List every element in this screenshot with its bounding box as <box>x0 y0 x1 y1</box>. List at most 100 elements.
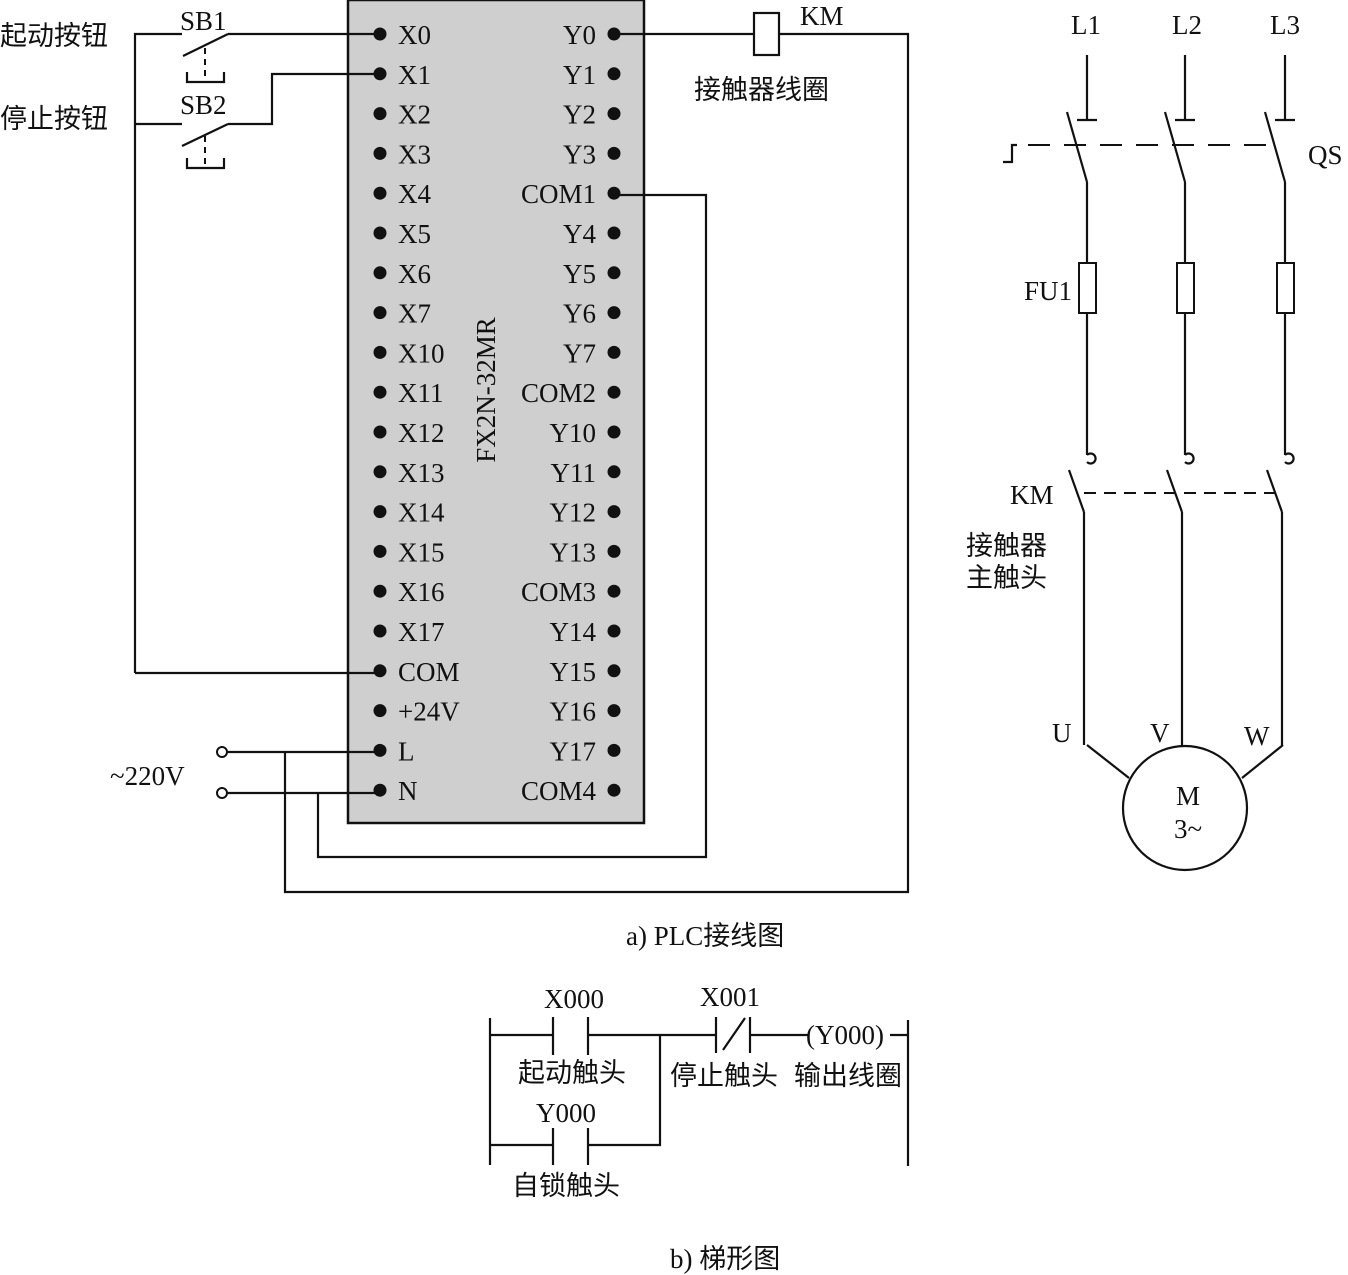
terminal-dot <box>373 704 387 718</box>
terminal-dot <box>607 783 621 797</box>
output-terminal: Y6 <box>563 299 621 329</box>
terminal-dot <box>373 425 387 439</box>
terminal-label: X1 <box>398 60 431 90</box>
input-terminal: L <box>373 736 415 766</box>
terminal-label: X12 <box>398 418 445 448</box>
supply-terminal-n <box>216 787 228 799</box>
ladder-y000-label: Y000 <box>536 1098 596 1128</box>
km-main-blade <box>1067 469 1086 513</box>
terminal-dot <box>373 186 387 200</box>
terminal-label: COM <box>398 657 460 687</box>
ladder-hold-label: 自锁触头 <box>512 1171 620 1201</box>
km-fixed-contact <box>1284 452 1295 465</box>
terminal-label: N <box>398 776 418 806</box>
terminal-label: Y17 <box>550 736 597 766</box>
terminal-dot <box>373 465 387 479</box>
terminal-dot <box>607 385 621 399</box>
phase-l1: L1 <box>1071 10 1101 40</box>
input-terminal: X12 <box>373 418 445 448</box>
caption-wiring: a) PLC接线图 <box>626 921 784 951</box>
l-to-coil-wire <box>283 32 910 894</box>
input-terminal: X4 <box>373 179 431 209</box>
output-terminal: Y12 <box>550 498 621 528</box>
terminal-dot <box>607 107 621 121</box>
output-terminal: Y17 <box>550 736 621 766</box>
terminal-dot <box>607 465 621 479</box>
input-terminal: +24V <box>373 697 460 727</box>
ladder-diagram <box>488 1017 910 1166</box>
output-terminal: COM1 <box>521 179 621 209</box>
terminal-label: Y3 <box>563 139 596 169</box>
supply-label: ~220V <box>110 761 185 791</box>
terminal-label: COM4 <box>521 776 597 806</box>
input-terminal: COM <box>373 657 460 687</box>
phase-l3: L3 <box>1270 10 1300 40</box>
terminal-label: X5 <box>398 219 431 249</box>
plc-body <box>346 0 646 825</box>
km-main-blade <box>1165 469 1184 513</box>
terminal-dot <box>607 505 621 519</box>
output-terminal: COM4 <box>521 776 621 806</box>
input-terminal: X5 <box>373 219 431 249</box>
km-coil-label: 接触器线圈 <box>694 75 829 105</box>
terminal-dot <box>607 266 621 280</box>
output-terminal: Y5 <box>563 259 621 289</box>
sb2-label: SB2 <box>180 90 227 120</box>
input-terminal: X11 <box>373 378 444 408</box>
output-terminal: Y4 <box>563 219 621 249</box>
plc-output-terminals: Y0Y1Y2Y3COM1Y4Y5Y6Y7COM2Y10Y11Y12Y13COM3… <box>521 20 621 806</box>
km-fixed-contact <box>1086 452 1097 465</box>
terminal-dot <box>607 664 621 678</box>
phase-line <box>1263 55 1295 745</box>
output-terminal: Y14 <box>550 617 621 647</box>
input-terminal: X0 <box>373 20 431 50</box>
output-terminal: COM3 <box>521 577 621 607</box>
terminal-label: X3 <box>398 139 431 169</box>
input-terminal: X2 <box>373 100 431 130</box>
terminal-dot <box>607 704 621 718</box>
output-terminal: Y16 <box>550 697 621 727</box>
terminal-label: +24V <box>398 697 460 727</box>
output-terminal: Y1 <box>563 60 621 90</box>
w-lead <box>1241 744 1284 779</box>
terminal-label: COM3 <box>521 577 596 607</box>
terminal-label: Y13 <box>550 537 597 567</box>
caption-ladder: b) 梯形图 <box>670 1244 780 1274</box>
terminal-label: Y7 <box>563 338 596 368</box>
supply-terminal-l <box>216 746 228 758</box>
three-phase-lines <box>1065 55 1295 748</box>
fu1-label: FU1 <box>1024 276 1072 306</box>
terminal-dot <box>373 226 387 240</box>
output-terminal: COM2 <box>521 378 621 408</box>
terminal-dot <box>373 624 387 638</box>
input-terminal: X16 <box>373 577 445 607</box>
plc-input-terminals: X0X1X2X3X4X5X6X7X10X11X12X13X14X15X16X17… <box>373 20 460 806</box>
input-terminal: X10 <box>373 338 445 368</box>
motor-sub-label: 3~ <box>1174 814 1202 844</box>
terminal-dot <box>373 306 387 320</box>
terminal-label: Y12 <box>550 498 597 528</box>
terminal-label: Y2 <box>563 100 596 130</box>
sb2-switch <box>135 72 380 170</box>
output-terminal: Y15 <box>550 657 621 687</box>
input-terminal: X3 <box>373 139 431 169</box>
terminal-dot <box>607 306 621 320</box>
terminal-dot <box>373 743 387 757</box>
terminal-dot <box>373 664 387 678</box>
fuse <box>1078 262 1097 314</box>
terminal-dot <box>607 186 621 200</box>
ladder-coil: (Y000) <box>806 1020 884 1050</box>
terminal-label: Y6 <box>563 299 596 329</box>
terminal-dot <box>373 266 387 280</box>
terminal-label: Y16 <box>550 697 597 727</box>
u-lead <box>1086 744 1130 779</box>
input-terminal: X13 <box>373 458 445 488</box>
input-terminal: X6 <box>373 259 431 289</box>
terminal-label: X15 <box>398 537 445 567</box>
terminal-label: X13 <box>398 458 445 488</box>
terminal-dot <box>607 425 621 439</box>
output-terminal: Y3 <box>563 139 621 169</box>
terminal-dot <box>373 146 387 160</box>
input-terminal: N <box>373 776 418 806</box>
